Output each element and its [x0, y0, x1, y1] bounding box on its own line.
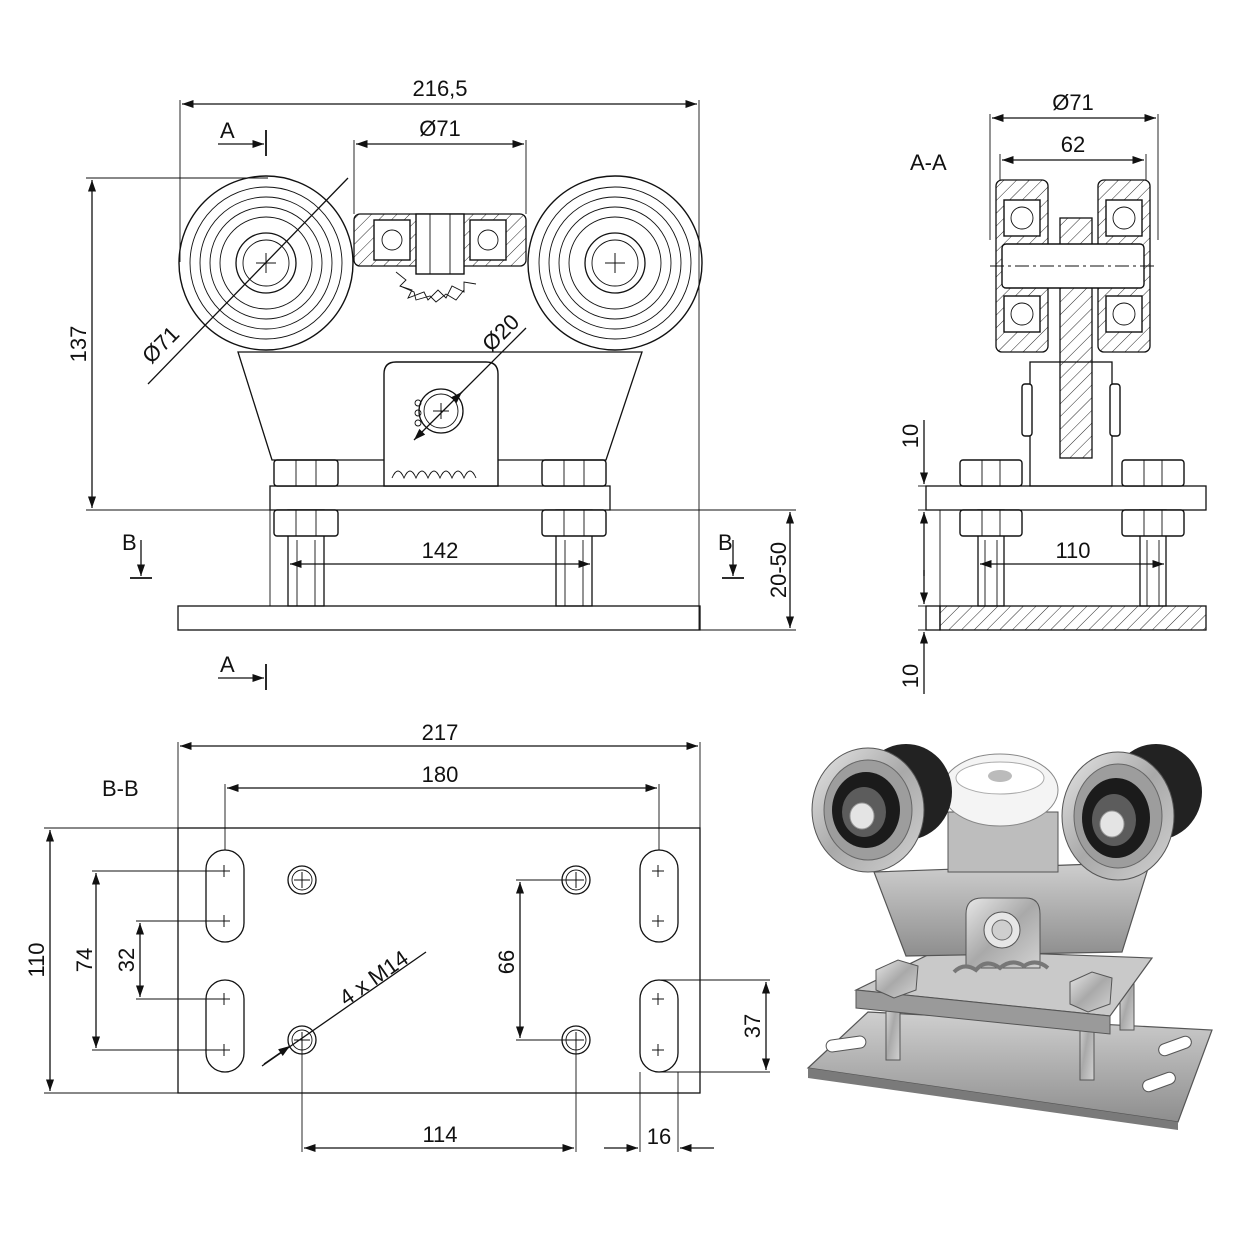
- bb-slots: [205, 849, 679, 1073]
- photo-right-wheel: [1061, 744, 1202, 881]
- bb-plate-outline: [177, 827, 701, 1094]
- bb-dim-32: 32: [114, 948, 139, 972]
- dim-axle-diameter: Ø20: [477, 309, 524, 356]
- dim-142: 142: [422, 538, 459, 563]
- bb-thread-callout: 4 x M14: [334, 945, 412, 1010]
- section-markers-front: A A B B: [122, 118, 744, 690]
- section-aa-label: A-A: [910, 150, 947, 175]
- aa-dim-10-bottom: 10: [898, 664, 923, 688]
- dim-left-diameter: Ø71: [137, 321, 184, 368]
- aa-base-plate: [939, 605, 1207, 631]
- front-guide-roller: [353, 213, 527, 303]
- dim-20-50: 20-50: [766, 542, 791, 598]
- aa-dim-62: 62: [1061, 132, 1085, 157]
- front-axle-bracket: [383, 361, 499, 487]
- front-dimensions: 216,5 Ø71 137 Ø71 Ø20 142 20-50: [66, 76, 796, 631]
- bb-dim-180: 180: [422, 762, 459, 787]
- section-aa-view: A-A: [898, 90, 1207, 694]
- front-carriage-plate: [269, 485, 611, 511]
- dim-top-diameter: Ø71: [419, 116, 461, 141]
- dim-216-5: 216,5: [412, 76, 467, 101]
- front-nuts: [273, 459, 607, 537]
- product-photo: [806, 744, 1213, 1130]
- aa-carriage-plate: [925, 485, 1207, 511]
- front-body: [237, 351, 643, 461]
- front-view: 216,5 Ø71 137 Ø71 Ø20 142 20-50 A: [66, 76, 796, 690]
- bb-dim-66: 66: [494, 950, 519, 974]
- bb-dim-16: 16: [647, 1124, 671, 1149]
- section-bb-view: B-B 217 180 110: [24, 720, 771, 1153]
- front-base-plate: [177, 605, 701, 631]
- aa-dim-10-top: 10: [898, 424, 923, 448]
- section-bb-label: B-B: [102, 776, 139, 801]
- photo-left-wheel: [811, 744, 952, 873]
- cut-b-right: B: [718, 530, 733, 555]
- bb-dim-37: 37: [740, 1014, 765, 1038]
- aa-dim-diameter: Ø71: [1052, 90, 1094, 115]
- bb-dim-114: 114: [422, 1122, 457, 1147]
- bb-threaded-holes: [287, 865, 591, 1055]
- cut-b-left: B: [122, 530, 137, 555]
- cut-a-bottom: A: [220, 652, 235, 677]
- bb-dim-74: 74: [72, 948, 97, 972]
- cut-a-top: A: [220, 118, 235, 143]
- bb-dim-217: 217: [422, 720, 459, 745]
- bb-dim-110: 110: [24, 942, 49, 977]
- front-right-wheel: [527, 175, 703, 351]
- aa-dim-110: 110: [1055, 538, 1090, 563]
- dim-137: 137: [66, 326, 91, 363]
